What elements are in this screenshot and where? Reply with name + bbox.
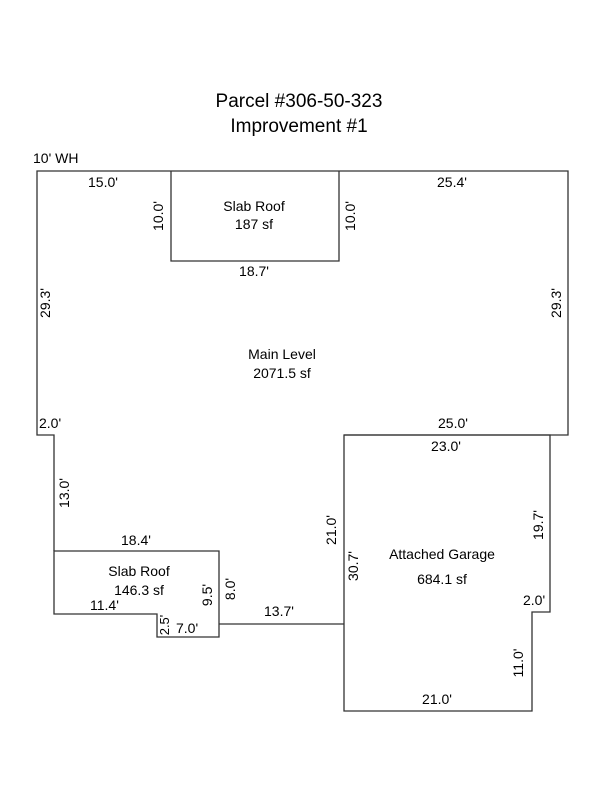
dim-main-inner: 21.0' [323, 515, 339, 545]
title-parcel: Parcel #306-50-323 [216, 91, 383, 112]
dim-slab-top-left: 10.0' [150, 201, 166, 231]
dim-main-right: 29.3' [548, 288, 564, 318]
dim-slab-bottom-top: 18.4' [121, 532, 151, 548]
dim-garage-top: 23.0' [431, 438, 461, 454]
slab-roof-top-name: Slab Roof [223, 198, 285, 214]
garage-outline [343, 434, 551, 712]
dim-slab-top-bottom: 18.7' [239, 263, 269, 279]
main-level-area: 2071.5 sf [253, 365, 311, 381]
title-improvement: Improvement #1 [230, 116, 367, 137]
slab-roof-top-area: 187 sf [235, 216, 273, 232]
main-level-name: Main Level [248, 346, 316, 362]
dim-slab-bottom-right-outer: 8.0' [222, 578, 238, 600]
garage-name: Attached Garage [389, 546, 495, 562]
dim-main-top-right: 25.4' [437, 174, 467, 190]
dim-garage-bottom: 21.0' [422, 691, 452, 707]
dim-slab-bottom-notch-v: 2.5' [157, 615, 172, 636]
dim-connector: 13.7' [264, 603, 294, 619]
dim-garage-right: 19.7' [530, 510, 546, 540]
wall-height-label: 10' WH [33, 150, 78, 166]
dim-garage-left: 30.7' [345, 551, 361, 581]
slab-roof-bottom-outline [53, 550, 220, 638]
main-level-outline [36, 170, 569, 551]
slab-roof-bottom-name: Slab Roof [108, 563, 170, 579]
dim-slab-bottom-notch-h: 7.0' [176, 620, 198, 636]
dim-slab-bottom-bottom: 11.4' [90, 597, 119, 613]
dim-main-lower-left: 13.0' [56, 478, 72, 508]
dim-garage-lower-right: 11.0' [510, 649, 526, 678]
dim-main-bottom-right: 25.0' [438, 415, 468, 431]
slab-roof-top-outline [170, 171, 340, 262]
slab-roof-bottom-area: 146.3 sf [114, 582, 164, 598]
dim-main-left: 29.3' [37, 288, 53, 318]
dim-main-top-left: 15.0' [88, 174, 118, 190]
dim-garage-step: 2.0' [523, 592, 545, 608]
garage-area: 684.1 sf [417, 571, 467, 587]
dim-slab-top-right: 10.0' [342, 201, 358, 231]
dim-slab-bottom-right-inner: 9.5' [199, 584, 215, 606]
dim-main-step: 2.0' [39, 415, 61, 431]
